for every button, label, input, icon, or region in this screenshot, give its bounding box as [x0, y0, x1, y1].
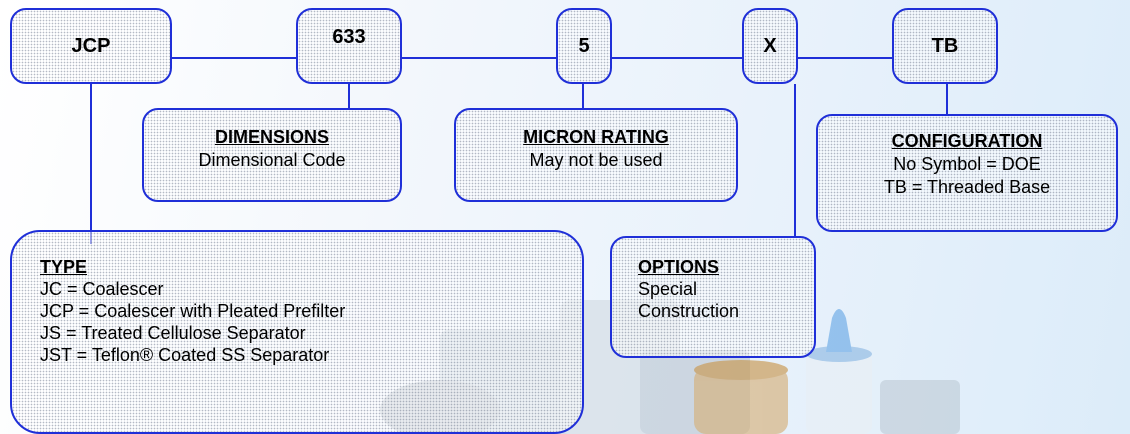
options-title: OPTIONS [638, 257, 720, 277]
code-options-text: X [763, 34, 777, 57]
options-line-2: Construction [638, 301, 740, 321]
code-box-configuration: TB [892, 8, 998, 84]
dimensions-box: DIMENSIONS Dimensional Code [142, 108, 402, 202]
code-box-micron: 5 [556, 8, 612, 84]
type-box: TYPE JC = Coalescer JCP = Coalescer with… [10, 230, 584, 434]
code-box-options: X [742, 8, 798, 84]
configuration-box: CONFIGURATION No Symbol = DOE TB = Threa… [816, 114, 1118, 232]
options-line-1: Special [638, 279, 698, 299]
code-configuration-text: TB [931, 34, 959, 57]
dimensions-line-1: Dimensional Code [198, 150, 346, 170]
micron-rating-title: MICRON RATING [523, 127, 669, 147]
micron-rating-line-1: May not be used [529, 150, 663, 170]
type-item-4: JST = Teflon® Coated SS Separator [40, 345, 330, 365]
dimensions-title: DIMENSIONS [214, 127, 329, 147]
configuration-line-2: TB = Threaded Base [883, 177, 1051, 197]
type-item-3: JS = Treated Cellulose Separator [40, 323, 306, 343]
type-item-1: JC = Coalescer [40, 279, 164, 299]
code-box-type: JCP [10, 8, 172, 84]
type-title: TYPE [40, 257, 88, 277]
configuration-title: CONFIGURATION [891, 131, 1043, 151]
code-box-dimensions: 633 [296, 8, 402, 84]
code-dimensions-text: 633 [332, 26, 366, 48]
type-item-2: JCP = Coalescer with Pleated Prefilter [40, 301, 346, 321]
options-box: OPTIONS Special Construction [610, 236, 816, 358]
configuration-line-1: No Symbol = DOE [893, 154, 1041, 174]
micron-rating-box: MICRON RATING May not be used [454, 108, 738, 202]
code-type-text: JCP [71, 34, 111, 57]
code-micron-text: 5 [578, 34, 590, 57]
